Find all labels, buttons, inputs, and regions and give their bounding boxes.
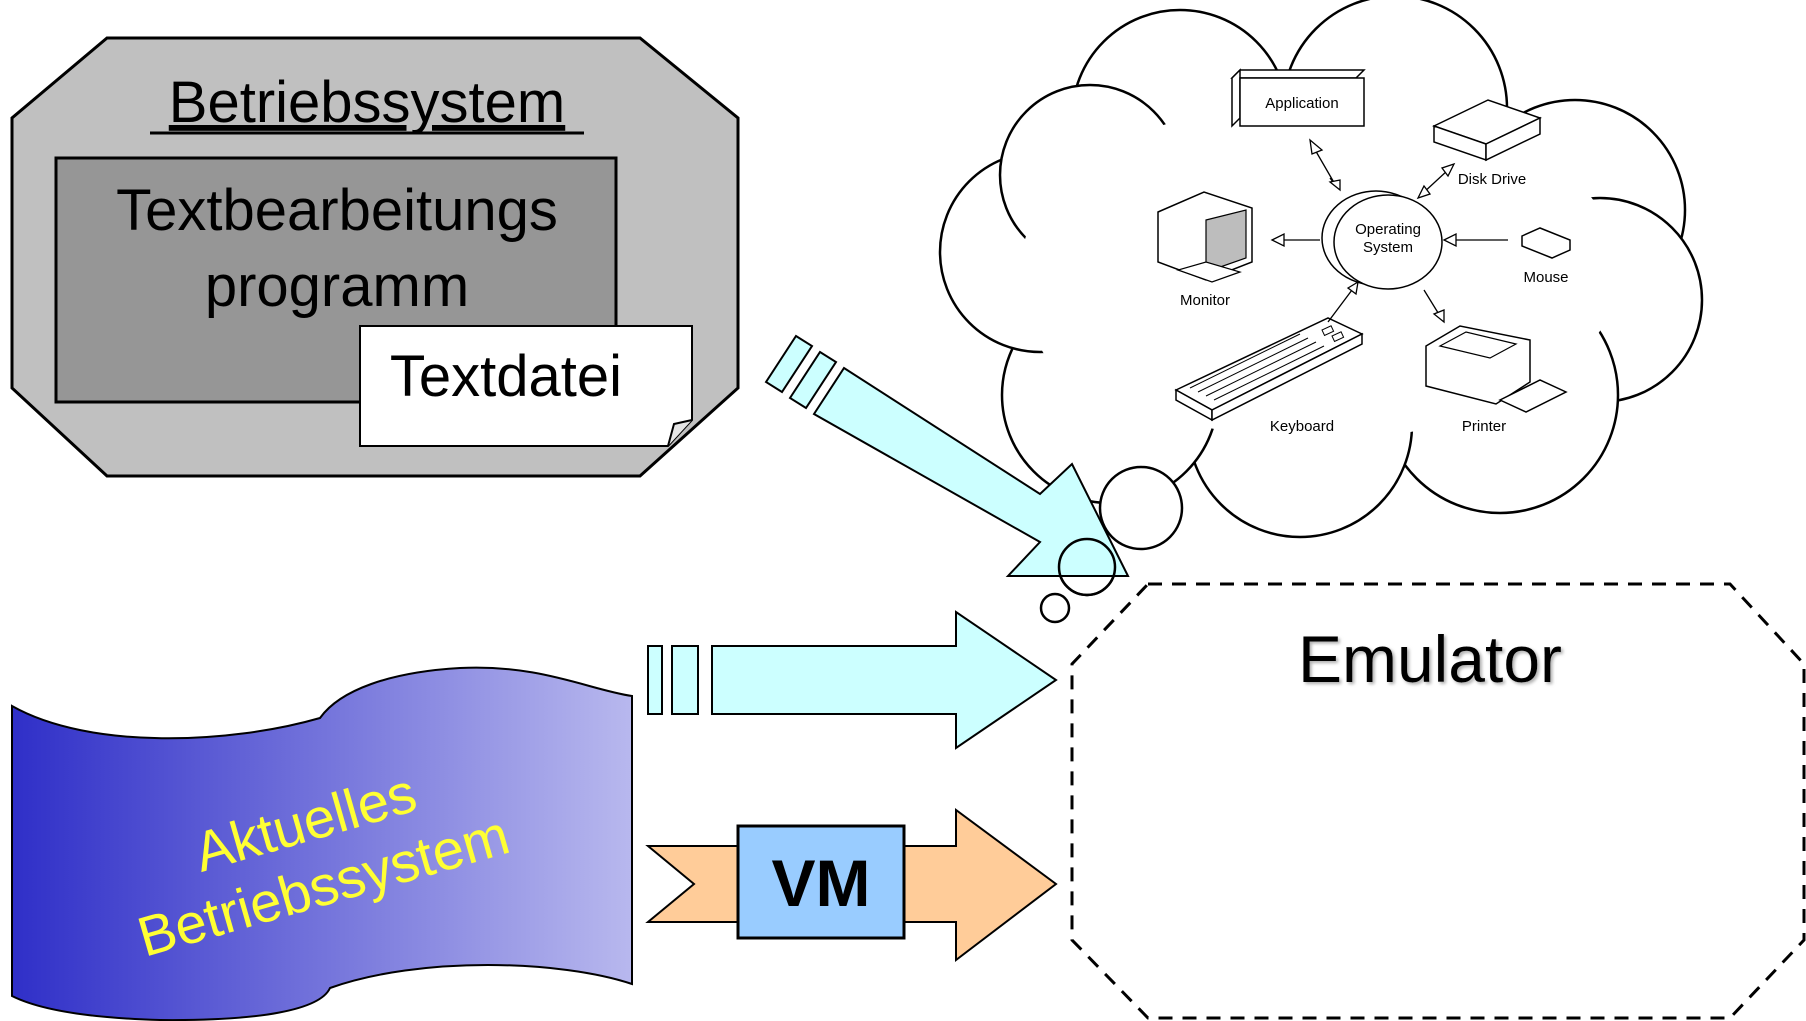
horizontal-arrow [647, 610, 1058, 750]
thought-bubble-large [1098, 465, 1184, 551]
emulator-box: Emulator [1070, 582, 1806, 1020]
text-file-label: Textdatei [390, 344, 622, 409]
mouse-icon [1521, 227, 1571, 259]
os-core-circle [1333, 194, 1443, 290]
os-box-title: Betriebssystem [169, 70, 565, 135]
application-node: Application [1230, 68, 1366, 128]
disk-drive-label: Disk Drive [1458, 171, 1526, 188]
os-box: Betriebssystem Textbearbeitungs programm… [10, 36, 740, 478]
text-editor-box: Textbearbeitungs programm [54, 156, 618, 404]
diagonal-arrow-stripe-1 [764, 334, 814, 394]
mouse-node: Mouse [1521, 227, 1571, 286]
monitor-label: Monitor [1180, 292, 1230, 309]
os-core-label-line1: Operating [1355, 221, 1421, 238]
vm-label: VM [772, 846, 871, 920]
current-os-banner: Aktuelles Betriebssystem [11, 666, 633, 1021]
mouse-label: Mouse [1523, 269, 1568, 286]
text-editor-label-line1: Textbearbeitungs [116, 178, 558, 243]
text-file-document: Textdatei [359, 325, 693, 447]
thought-cloud: Operating System Application Disk Drive … [938, 0, 1704, 624]
thought-bubble-small [1039, 592, 1071, 624]
keyboard-node: Keyboard [1174, 317, 1364, 435]
horizontal-arrow-stripe-1 [647, 645, 663, 715]
emulator-octagon [1070, 582, 1806, 1020]
horizontal-arrow-body [711, 610, 1058, 750]
vm-arrow: VM [645, 808, 1058, 963]
banner-shape [11, 666, 633, 1021]
diagonal-arrow-body [812, 366, 1130, 577]
monitor-node: Monitor [1157, 191, 1253, 309]
text-file-dog-ear [667, 419, 693, 447]
vm-box: VM [736, 824, 906, 940]
os-core-label-line2: System [1363, 239, 1413, 256]
diagonal-arrow-stripe-2 [788, 350, 838, 410]
printer-label: Printer [1462, 418, 1506, 435]
disk-drive-node: Disk Drive [1432, 99, 1542, 188]
keyboard-label: Keyboard [1270, 418, 1334, 435]
cloud-connector-arrows [1270, 138, 1508, 324]
text-editor-label-line2: programm [205, 254, 469, 319]
vm-box-rect [736, 824, 906, 940]
horizontal-arrow-stripe-2 [671, 645, 699, 715]
thought-bubble-medium-fill [1057, 537, 1117, 597]
application-label: Application [1265, 95, 1338, 112]
emulator-label: Emulator [1298, 622, 1562, 696]
printer-node: Printer [1425, 325, 1568, 435]
diagonal-arrow [764, 334, 1130, 577]
